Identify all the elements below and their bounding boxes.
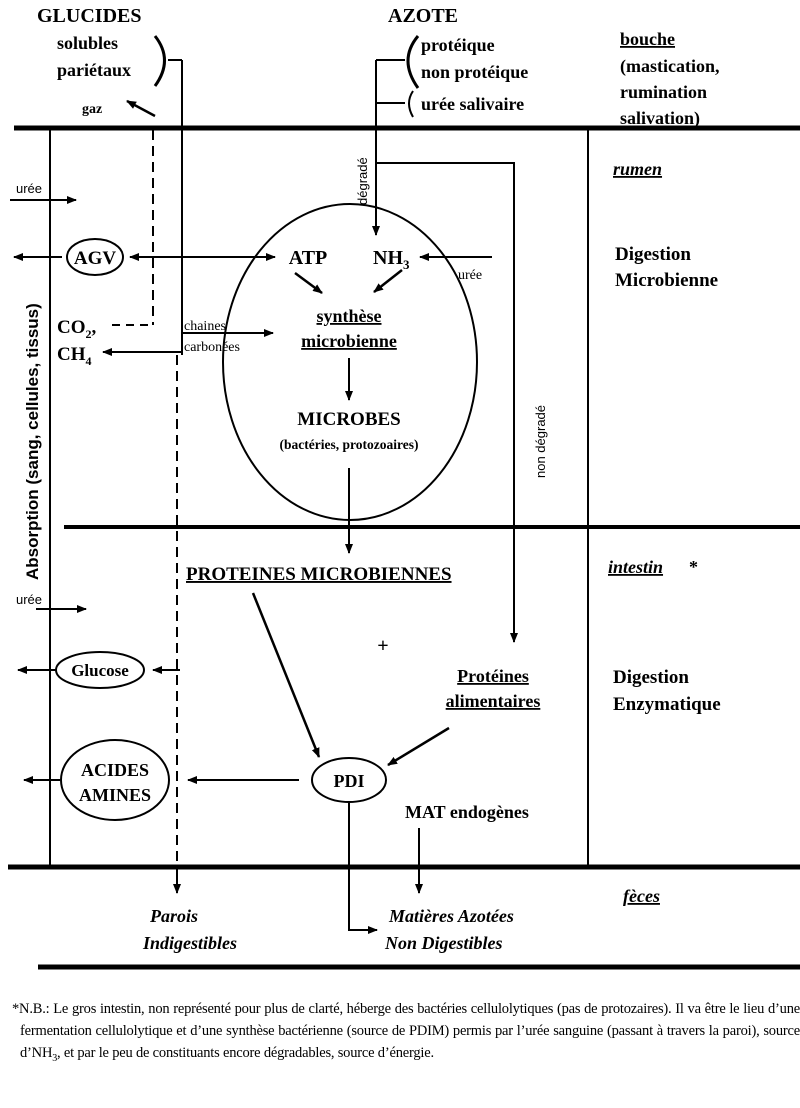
glucose-label: Glucose <box>71 661 129 680</box>
azote-bracket <box>406 35 420 89</box>
acides-amines-label-2: AMINES <box>79 785 151 805</box>
pdi-node <box>311 757 387 803</box>
matieres-label-1: Matières Azotées <box>388 906 514 926</box>
uree-intestin-label: urée <box>16 592 42 607</box>
non-degrade-label: non dégradé <box>533 405 548 478</box>
glucides-parietaux: pariétaux <box>57 60 131 80</box>
rumen-process-1: Digestion <box>615 244 691 265</box>
acides-amines-label-1: ACIDES <box>81 760 149 780</box>
proteines-alimentaires-1: Protéines <box>457 666 529 686</box>
degrade-label: dégradé <box>355 157 370 205</box>
intestin-process-2: Enzymatique <box>613 694 721 715</box>
azote-proteique: protéique <box>421 35 495 55</box>
pdi-to-feces-arrow <box>348 803 378 934</box>
agv-node <box>66 238 124 276</box>
bouche-detail-1: (mastication, <box>620 56 719 77</box>
uree-salivaire: urée salivaire <box>421 94 524 114</box>
chaines-label-1: chaines <box>184 319 226 334</box>
glucides-title: GLUCIDES <box>37 5 141 27</box>
nh3-to-synthese-arrow <box>373 269 403 293</box>
microbes-label: MICROBES <box>297 409 400 430</box>
matieres-label-2: Non Digestibles <box>384 933 503 953</box>
azote-non-proteique: non protéique <box>421 62 528 82</box>
ch4-label: CH4 <box>57 344 92 368</box>
microbes-detail: (bactéries, protozoaires) <box>280 437 419 452</box>
co2-label: CO2, <box>57 317 97 341</box>
proteines-to-pdi-arrow <box>251 592 321 758</box>
chaines-label-2: carbonées <box>184 340 240 355</box>
agv-label: AGV <box>74 248 117 269</box>
rumen-title: rumen <box>613 159 662 179</box>
atp-label: ATP <box>289 247 328 269</box>
bouche-title: bouche <box>620 29 675 49</box>
mat-endogenes-label: MAT endogènes <box>405 802 529 822</box>
proteines-alimentaires-2: alimentaires <box>446 691 541 711</box>
uree-salivaire-bracket <box>408 90 414 118</box>
uree-nh3-label: urée <box>458 268 482 283</box>
alimentaires-to-pdi-arrow <box>387 726 450 767</box>
bouche-detail-2: rumination <box>620 82 707 102</box>
uree-rumen-label: urée <box>16 181 42 196</box>
synthese-label-1: synthèse <box>316 306 381 326</box>
rumen-process-2: Microbienne <box>615 270 718 291</box>
intestin-title: intestin <box>608 557 663 577</box>
intestin-process-1: Digestion <box>613 667 689 688</box>
parois-label-1: Parois <box>149 906 198 926</box>
bouche-detail-3: salivation) <box>620 108 700 129</box>
nh3-label: NH3 <box>373 247 410 272</box>
parois-label-2: Indigestibles <box>142 933 237 953</box>
atp-to-synthese-arrow <box>294 271 323 295</box>
feces-title: fèces <box>623 886 660 906</box>
acides-amines-node <box>60 739 170 821</box>
gaz-label: gaz <box>82 102 102 117</box>
pdi-label: PDI <box>334 771 365 791</box>
synthese-label-2: microbienne <box>301 331 397 351</box>
intestin-marker: * <box>689 557 698 577</box>
glucose-node <box>55 651 145 689</box>
proteines-microbiennes-label: PROTEINES MICROBIENNES <box>186 564 452 585</box>
glucides-bracket <box>153 35 166 87</box>
glucides-solubles: solubles <box>57 33 118 53</box>
non-degrade-arrow <box>376 162 518 643</box>
gaz-arrow <box>126 99 156 118</box>
absorption-label: Absorption (sang, cellules, tissus) <box>23 303 42 580</box>
plus-sign: + <box>377 635 388 657</box>
azote-title: AZOTE <box>388 5 458 27</box>
footnote: *N.B.: Le gros intestin, non représenté … <box>12 1001 800 1064</box>
